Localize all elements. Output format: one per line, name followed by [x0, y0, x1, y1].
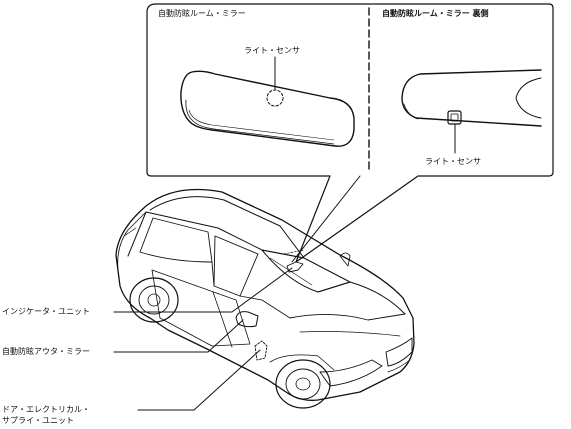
door-supply-leader	[137, 349, 261, 411]
inset-panel-frame	[146, 3, 554, 263]
outside-mirror-leader	[113, 319, 244, 353]
door-supply-unit-on-car	[254, 340, 268, 361]
front-sensor-label: ライト・センサ	[244, 46, 300, 55]
indicator-unit-label: インジケータ・ユニット	[2, 307, 90, 316]
rear-view-mirror-back	[401, 69, 542, 127]
outside-mirror-label: 自動防眩アウタ・ミラー	[2, 347, 90, 356]
outside-mirror-on-car	[235, 311, 259, 328]
back-sensor-label: ライト・センサ	[425, 157, 481, 166]
rear-view-mirror-front	[180, 70, 355, 147]
front-light-sensor-marker	[266, 89, 284, 107]
indicator-unit-leader	[113, 267, 293, 313]
inset-leader-line	[291, 175, 361, 263]
left-panel-title: 自動防眩ルーム・ミラー	[158, 9, 246, 18]
vehicle-illustration	[115, 188, 415, 409]
door-supply-label-line1: ドア・エレクトリカル・	[2, 405, 90, 414]
door-supply-label-line2: サプライ・ユニット	[2, 416, 74, 425]
back-light-sensor	[447, 110, 462, 125]
right-panel-title: 自動防眩ルーム・ミラー 裏側	[382, 9, 489, 18]
